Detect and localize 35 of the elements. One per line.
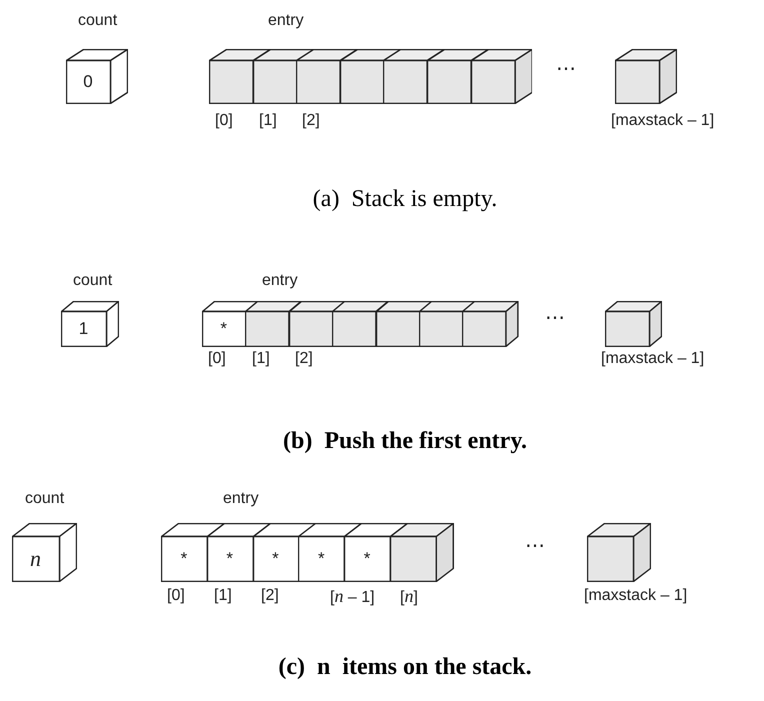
index-label: [1] [252, 350, 270, 368]
cell-value: * [316, 548, 326, 568]
cell-value: * [271, 548, 280, 568]
index-label: [maxstack – 1] [601, 350, 704, 368]
index-label: [maxstack – 1] [611, 112, 714, 130]
ellipsis: ⋯ [525, 535, 547, 557]
field-name: entry [268, 12, 304, 30]
ellipsis: ⋯ [545, 307, 567, 329]
index-label: [2] [295, 350, 313, 368]
field-name: entry [223, 490, 259, 508]
figure-caption: (b) Push the first entry. [283, 428, 527, 454]
cell-value: * [225, 548, 234, 568]
index-label: [maxstack – 1] [584, 587, 688, 605]
index-label: [0] [208, 350, 226, 368]
index-label: [1] [259, 112, 277, 130]
index-label: [2] [261, 587, 279, 605]
field-name: count [78, 12, 118, 30]
cell-value: 1 [78, 318, 90, 338]
cell-value: n [29, 548, 42, 568]
ellipsis: ⋯ [556, 58, 578, 80]
index-label: [n] [400, 587, 418, 607]
field-name: count [25, 490, 64, 508]
cell-value: * [219, 318, 228, 338]
field-name: entry [262, 272, 298, 290]
figure-caption: (c) n items on the stack. [278, 654, 532, 680]
index-label: [1] [214, 587, 232, 605]
index-label: [2] [302, 112, 320, 130]
cell-value: * [180, 548, 188, 568]
cell-value: 0 [82, 72, 94, 92]
figure-caption: (a) Stack is empty. [312, 186, 498, 212]
field-name: count [73, 272, 112, 290]
index-label: [0] [167, 587, 185, 605]
index-label: [0] [215, 112, 233, 130]
index-label: [n – 1] [330, 587, 375, 607]
cell-value: * [362, 548, 372, 568]
